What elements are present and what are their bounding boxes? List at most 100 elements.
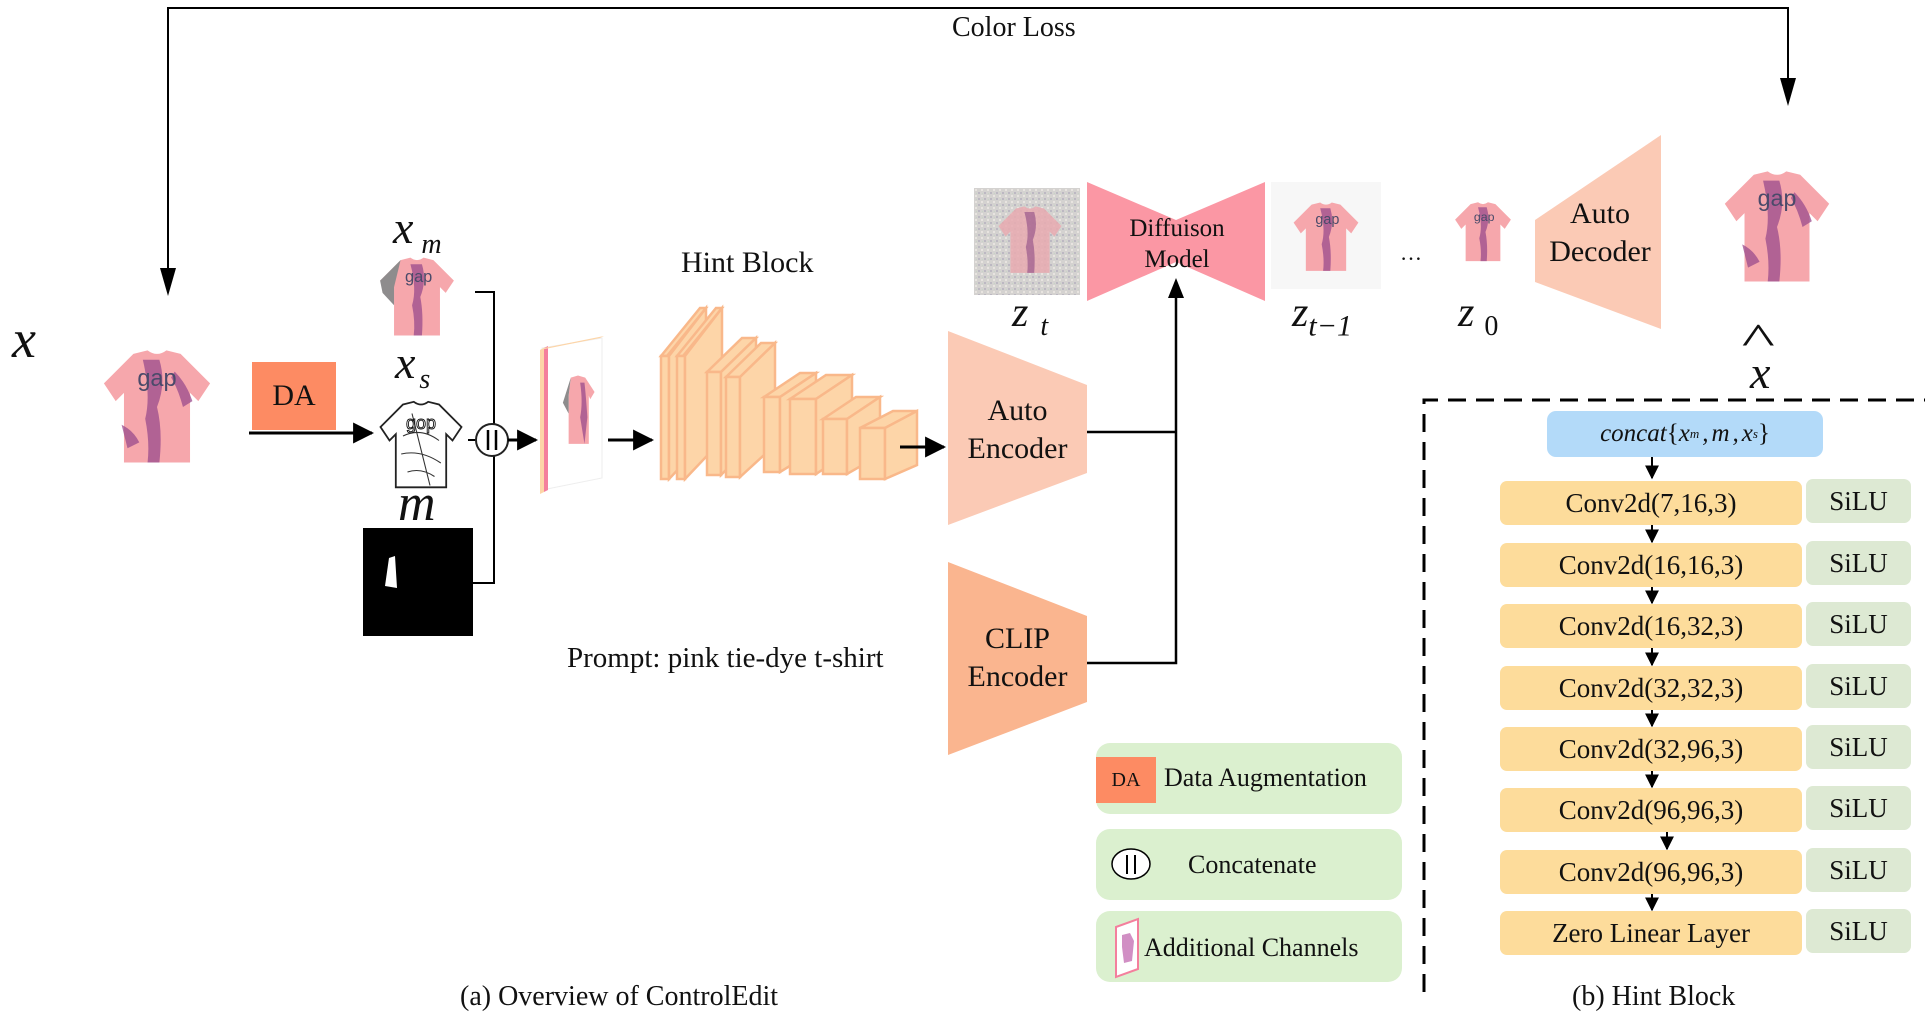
zt-sub: t	[1040, 311, 1049, 343]
diffusion-line1: Diffuison	[1129, 215, 1225, 242]
xs-base: x	[395, 337, 416, 388]
additional-channels-legend-icon	[1115, 917, 1139, 979]
hint-activation: SiLU	[1806, 664, 1911, 708]
output-x-label: x	[1750, 347, 1771, 398]
concat-arg-xm: x	[1678, 420, 1690, 447]
hint-conv-layer: Conv2d(96,96,3)	[1500, 850, 1802, 894]
zt1-sub: t−1	[1308, 309, 1352, 343]
hint-conv-layer: Conv2d(16,32,3)	[1500, 604, 1802, 648]
concat-open-brace: {	[1666, 420, 1679, 447]
output-hat: ^	[1741, 315, 1775, 364]
svg-text:gap: gap	[1315, 212, 1339, 228]
svg-text:gap: gap	[405, 268, 432, 286]
hint-conv-layer: Conv2d(7,16,3)	[1500, 481, 1802, 525]
color-loss-arrow-left	[160, 268, 176, 296]
svg-text:gop: gop	[406, 413, 436, 433]
ellipsis: …	[1400, 240, 1422, 265]
hint-conv-layer: Conv2d(32,32,3)	[1500, 666, 1802, 710]
legend-label: Additional Channels	[1144, 933, 1359, 962]
hint-conv-layer: Zero Linear Layer	[1500, 911, 1802, 955]
auto-decoder-label: Auto Decoder	[1540, 195, 1660, 270]
auto-decoder-line2: Decoder	[1549, 234, 1651, 268]
mask-m-label: m	[398, 475, 436, 532]
auto-encoder-line1: Auto	[987, 394, 1048, 427]
z0-shirt: gap	[1455, 202, 1511, 262]
diffusion-input-arrow	[1168, 278, 1184, 298]
svg-text:gap: gap	[137, 365, 176, 391]
legend-item-data-augmentation: DA Data Augmentation	[1096, 743, 1402, 814]
color-loss-label: Color Loss	[952, 12, 1076, 43]
hint-block-caption: (b) Hint Block	[1572, 981, 1736, 1012]
auto-decoder-shape	[1535, 135, 1661, 329]
legend-label: Concatenate	[1188, 850, 1317, 879]
hint-activation: SiLU	[1806, 725, 1911, 769]
diffusion-model-shape	[1087, 182, 1265, 301]
prompt-text: Prompt: pink tie-dye t-shirt	[567, 642, 884, 674]
concat-arg-m: m	[1711, 420, 1730, 447]
mask-image	[363, 528, 473, 636]
zt-base: z	[1012, 290, 1029, 336]
masked-shirt-image: gap	[380, 257, 454, 336]
input-shirt-image: gap	[103, 350, 211, 463]
svg-text:gap: gap	[1758, 185, 1797, 211]
hint-conv-layer: Conv2d(32,96,3)	[1500, 727, 1802, 771]
z0-sub: 0	[1484, 311, 1499, 343]
hint-block-title: Hint Block	[681, 246, 814, 279]
hint-block-stack	[658, 304, 919, 483]
legend-da-icon: DA	[1096, 757, 1156, 803]
hint-activation: SiLU	[1806, 786, 1911, 830]
hint-activation: SiLU	[1806, 909, 1911, 953]
hint-activation: SiLU	[1806, 848, 1911, 892]
output-shirt-image: gap	[1724, 171, 1830, 282]
da-box: DA	[252, 362, 336, 430]
hint-layer	[858, 408, 919, 481]
concat-legend-icon	[1111, 848, 1151, 880]
z0-base: z	[1458, 290, 1475, 336]
clip-encoder-line2: Encoder	[967, 659, 1068, 693]
hint-conv-layer: Conv2d(16,16,3)	[1500, 543, 1802, 587]
sketch-shirt-image: gop	[379, 400, 463, 489]
clip-encoder-shape	[948, 562, 1087, 755]
hint-activation: SiLU	[1806, 479, 1911, 523]
auto-encoder-label: Auto Encoder	[955, 392, 1080, 467]
xs-sub: s	[419, 364, 431, 396]
concat-close-brace: }	[1757, 420, 1770, 447]
clip-encoder-line1: CLIP	[984, 622, 1050, 655]
diffusion-model-label: Diffuison Model	[1112, 213, 1242, 276]
auto-encoder-shape	[948, 331, 1087, 525]
zt1-base: z	[1292, 290, 1309, 336]
concat-arg-xm-sub: m	[1689, 426, 1700, 441]
zt-shirt	[998, 206, 1062, 273]
concat-arg-xs-sub: s	[1752, 426, 1758, 441]
concat-symbol-icon	[475, 423, 509, 457]
zt1-shirt: gap	[1293, 202, 1359, 271]
hint-activation: SiLU	[1806, 541, 1911, 585]
diffusion-line2: Model	[1144, 246, 1210, 274]
hint-activation: SiLU	[1806, 602, 1911, 646]
legend-label: Data Augmentation	[1164, 763, 1367, 792]
additional-channels-shirt	[562, 375, 595, 444]
xm-sub: m	[421, 229, 442, 261]
input-x-label: x	[12, 309, 36, 369]
overview-caption: (a) Overview of ControlEdit	[460, 981, 779, 1012]
concat-arg-xs: x	[1741, 420, 1753, 447]
legend-item-concatenate: Concatenate	[1096, 829, 1402, 900]
comma: ,	[1732, 420, 1739, 447]
color-loss-line	[167, 7, 1789, 100]
hint-block-frame	[1422, 398, 1925, 992]
hint-row-arrows	[1645, 457, 1674, 912]
clip-encoder-label: CLIP Encoder	[955, 620, 1080, 695]
comma: ,	[1702, 420, 1709, 447]
concat-fn: concat	[1600, 420, 1667, 447]
xm-base: x	[393, 202, 414, 253]
auto-decoder-line1: Auto	[1570, 197, 1630, 230]
color-loss-arrow-right	[1780, 78, 1796, 106]
hint-conv-layer: Conv2d(96,96,3)	[1500, 788, 1802, 832]
auto-encoder-line2: Encoder	[967, 431, 1068, 465]
